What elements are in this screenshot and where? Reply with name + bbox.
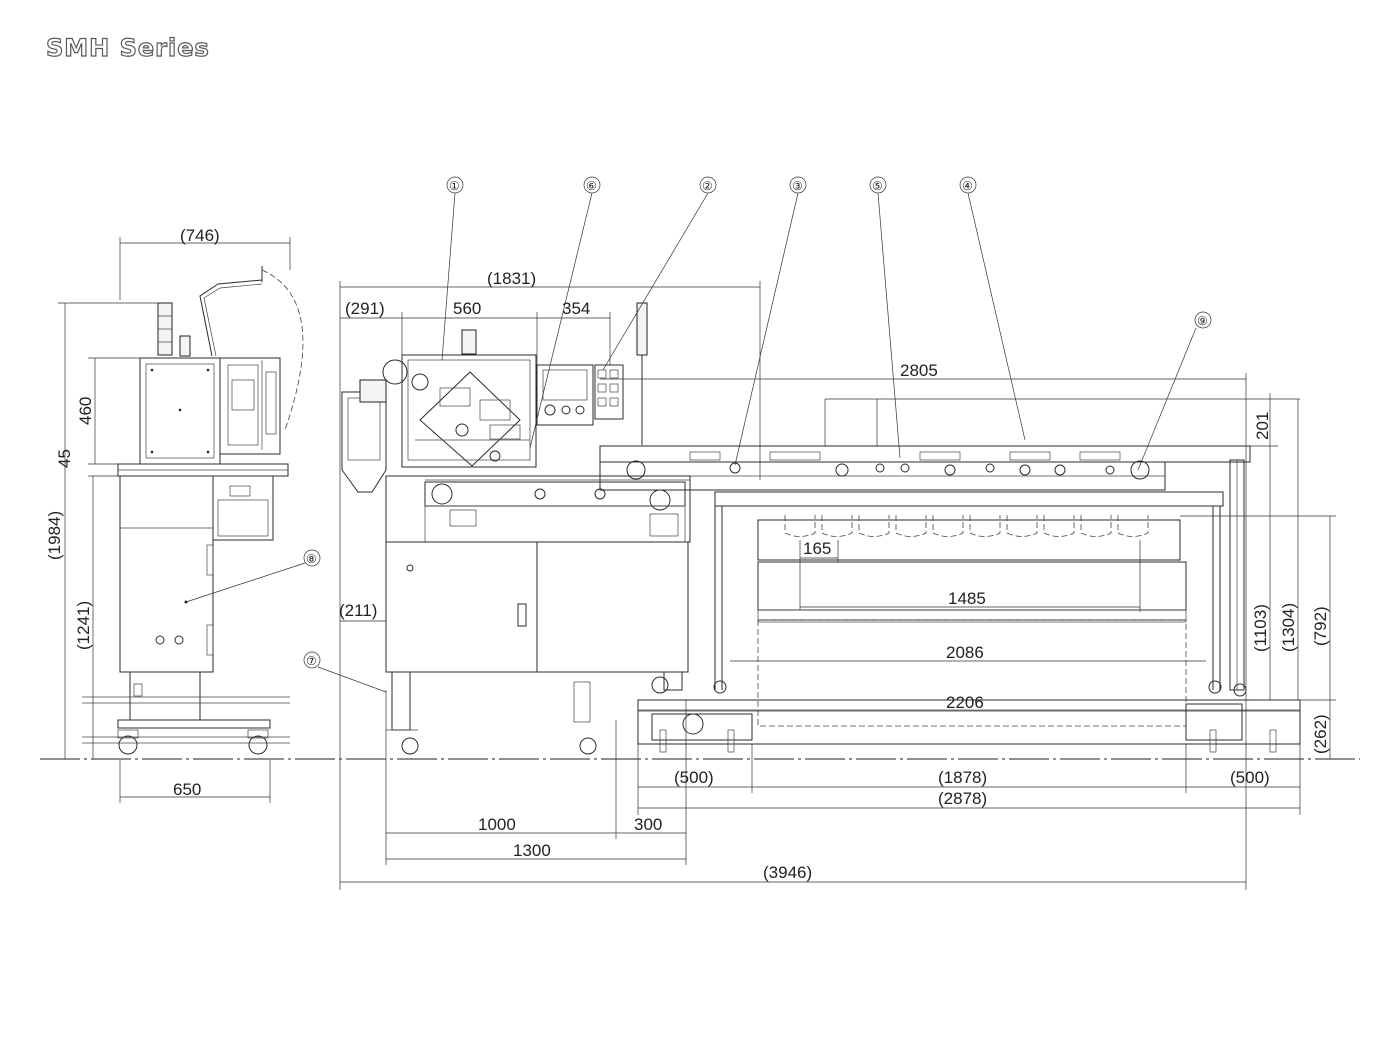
callout-2: ② [702, 179, 713, 193]
dim-1878: (1878) [938, 768, 987, 787]
callout-5: ⑤ [872, 179, 883, 193]
dim-1300: 1300 [513, 841, 551, 860]
callout-9: ⑨ [1197, 314, 1208, 328]
dim-2805: 2805 [900, 361, 938, 380]
dim-300: 300 [634, 815, 662, 834]
dim-560: 560 [453, 299, 481, 318]
dim-291: (291) [345, 299, 385, 318]
dim-1984: (1984) [45, 511, 64, 560]
dim-211: (211) [339, 601, 377, 620]
side-view [82, 266, 304, 755]
side-dimensions [58, 237, 291, 803]
callout-8: ⑧ [306, 552, 317, 566]
drawing-title: SMH Series [45, 33, 210, 62]
front-dimensions [339, 281, 1336, 890]
dim-201: 201 [1253, 412, 1272, 440]
dim-650: 650 [173, 780, 201, 799]
dim-1485: 1485 [948, 589, 986, 608]
front-view [341, 302, 1301, 755]
dim-500-right: (500) [1230, 768, 1270, 787]
dim-746: (746) [180, 226, 220, 245]
dim-460: 460 [76, 397, 95, 425]
dim-1304: (1304) [1279, 603, 1298, 652]
dim-792: (792) [1311, 606, 1330, 646]
callout-leaders [185, 176, 1212, 693]
dim-354: 354 [562, 299, 590, 318]
dim-1831: (1831) [487, 269, 536, 288]
dim-1000: 1000 [478, 815, 516, 834]
dim-45: 45 [55, 449, 74, 468]
dim-2206: 2206 [946, 693, 984, 712]
callout-1: ① [449, 179, 460, 193]
dim-2878: (2878) [938, 789, 987, 808]
dim-262: (262) [1311, 714, 1330, 754]
callout-6: ⑥ [586, 179, 597, 193]
callout-4: ④ [962, 179, 973, 193]
dim-165: 165 [803, 539, 831, 558]
dim-2086: 2086 [946, 643, 984, 662]
dim-1241: (1241) [74, 601, 93, 650]
callout-3: ③ [792, 179, 803, 193]
dim-3946: (3946) [763, 863, 812, 882]
callout-7: ⑦ [306, 654, 317, 668]
bin-row [784, 515, 1149, 537]
dim-1103: (1103) [1251, 604, 1270, 652]
dim-500-left: (500) [674, 768, 714, 787]
